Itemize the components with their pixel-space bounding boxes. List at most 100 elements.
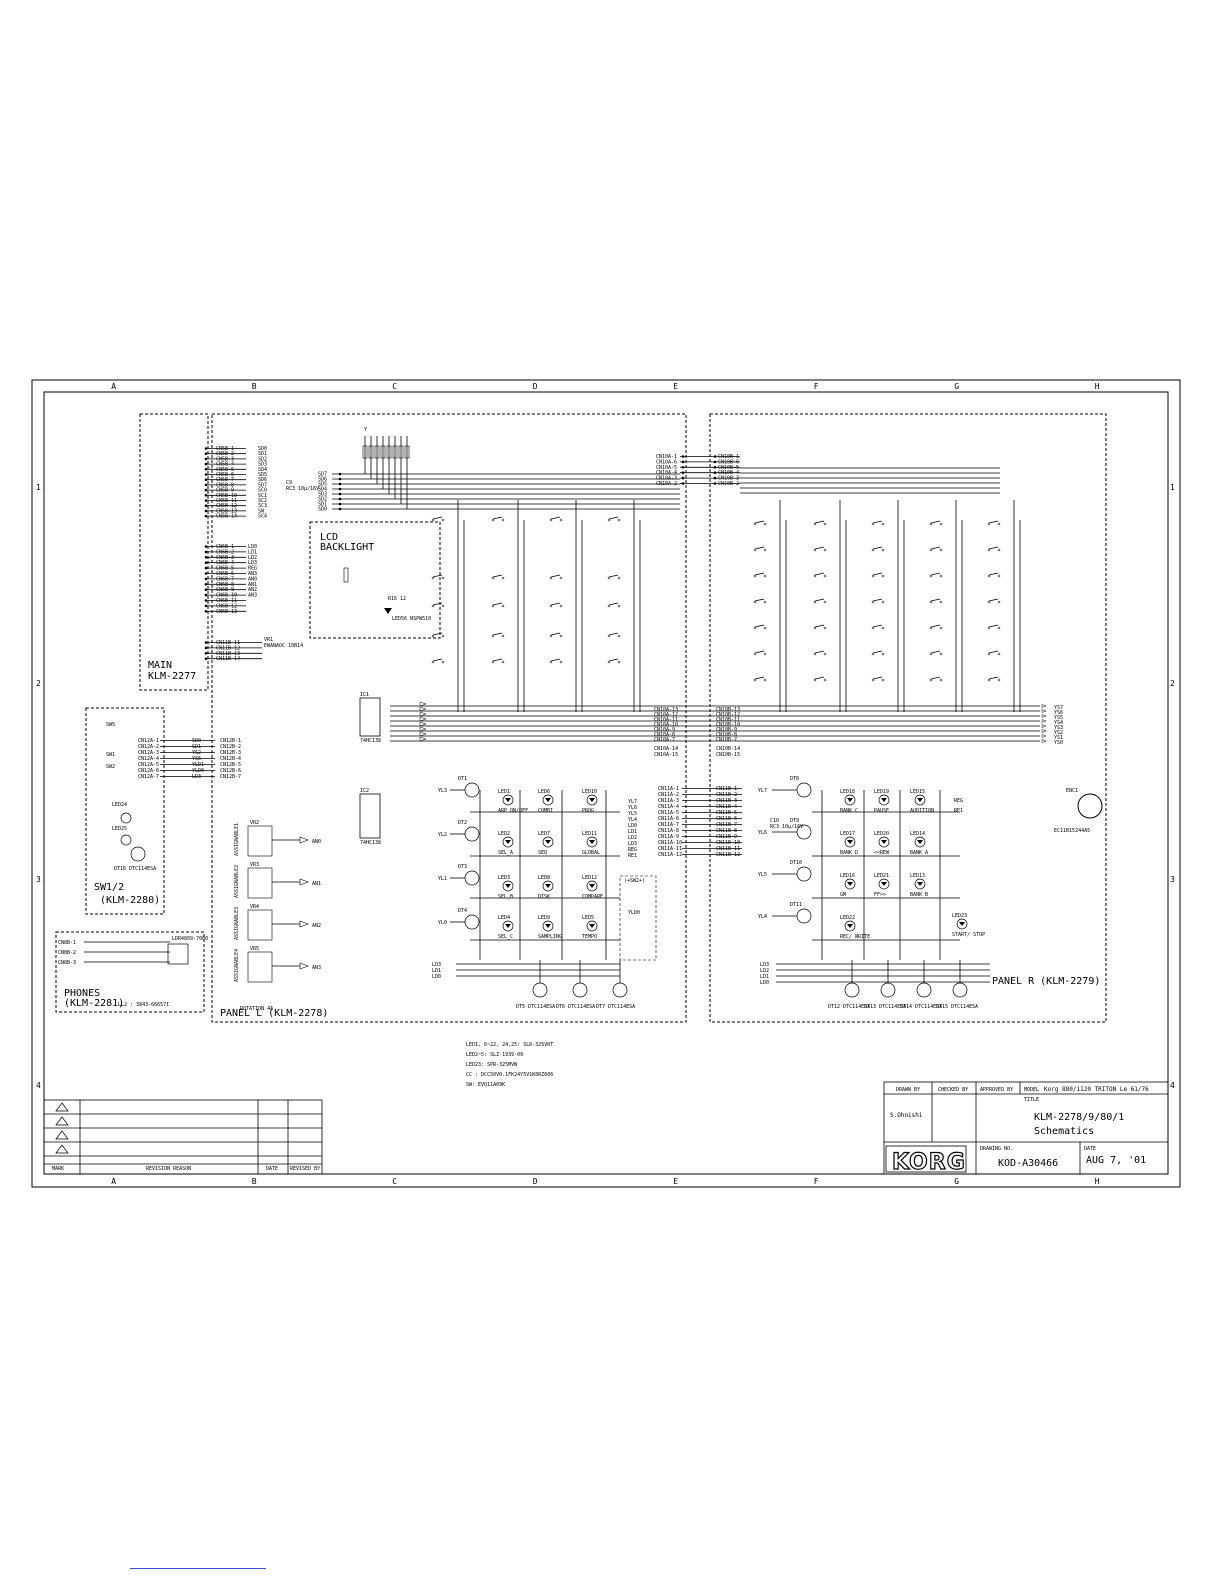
led-glyph	[847, 924, 853, 928]
junction-dot	[204, 583, 208, 586]
panel-l-led	[586, 794, 598, 806]
cn11a-pin: CN11A-6	[658, 816, 679, 822]
main-signal: SD6	[258, 477, 267, 483]
switch-contact	[753, 522, 757, 526]
lcd-resistor	[343, 567, 349, 583]
diode	[419, 706, 427, 712]
wire	[814, 598, 825, 602]
phones-cn-pin: CN8B-1	[58, 940, 76, 946]
title-line1: KLM-2278/9/80/1	[1034, 1112, 1124, 1123]
switch-contact	[997, 652, 1001, 656]
mid-left-sig: YL6	[628, 805, 637, 811]
note-line: SW: EVQ11A09K	[466, 1082, 505, 1088]
cn11b-pin: CN11B-3	[716, 798, 737, 804]
junction-dot	[204, 593, 208, 597]
sw2-dashed-box	[619, 875, 657, 961]
switch-contact	[881, 626, 885, 630]
junction-dot	[338, 507, 342, 511]
model-value: Korg 880/1120 TRITON Le 61/76	[1044, 1086, 1149, 1093]
switch-contact	[753, 574, 757, 578]
switch-contact	[813, 678, 817, 682]
sw12-signal: YLD0	[192, 768, 204, 774]
cn12b-pin: CN12B-1	[220, 738, 241, 744]
led-glyph	[847, 798, 853, 802]
cn10a-low-pin: CN10A-14	[654, 746, 678, 752]
cn10b-top-pin: CN10B-1	[718, 454, 739, 460]
ld-bottom-r-label: LD0	[760, 980, 769, 986]
switch-contact	[813, 652, 817, 656]
panel-r-led-label: PAUSE	[874, 808, 889, 814]
switch-contact	[491, 604, 495, 608]
switch-contact	[881, 548, 885, 552]
main-cn6-pin: CN6B-10	[216, 593, 237, 599]
bus-sd-label: SD5	[318, 482, 327, 488]
encoder-ref: ENC1	[1066, 788, 1078, 794]
cn11a-pin: CN11A-9	[658, 834, 679, 840]
bus-sd-label: SD4	[318, 487, 327, 493]
junction-dot	[713, 482, 717, 485]
ys-right-label: YS2	[1054, 730, 1063, 736]
panel-r-box	[709, 413, 1107, 1023]
wire	[872, 520, 883, 524]
sw12-signal: SD1	[192, 744, 201, 750]
main-cn6-pin: CN6B-8	[216, 582, 234, 588]
wire	[872, 650, 883, 654]
ic1-ref: IC1	[360, 692, 369, 698]
led-glyph	[589, 884, 595, 888]
cn11a-pin: CN11A-11	[658, 846, 682, 852]
cn11b-pin: CN11B-10	[716, 840, 740, 846]
wire	[814, 520, 825, 524]
yl-right-label: YL4	[758, 914, 767, 920]
pullup-resistor	[374, 445, 380, 459]
panel-r-led	[914, 794, 926, 806]
cn11a-pin: CN11A-12	[658, 852, 682, 858]
transistor	[532, 982, 548, 998]
revision-mark-icon	[55, 1130, 69, 1140]
grid-row-right: 3	[1170, 875, 1175, 884]
junction-dot	[681, 476, 685, 480]
switch-contact	[431, 518, 435, 522]
switch-contact	[823, 678, 827, 682]
panel-r-led-label: AUDITION	[910, 808, 934, 814]
grid-row-left: 1	[36, 483, 41, 492]
switch-contact	[987, 626, 991, 630]
cn11b-pin: CN11B-9	[716, 834, 737, 840]
switch-contact	[491, 660, 495, 664]
led24-label: LED24	[112, 802, 127, 808]
cn11a-pin: CN11A-10	[658, 840, 682, 846]
main-cn6-signal: AN3	[248, 571, 257, 577]
switch-contact	[763, 626, 767, 630]
wire	[432, 516, 443, 520]
wire	[872, 676, 883, 680]
date-label: DATE	[1084, 1146, 1096, 1152]
revision-mark-icon	[55, 1102, 69, 1112]
grid-col-bottom: C	[392, 1177, 397, 1186]
main-cn6-signal: LD3	[248, 560, 257, 566]
switch-contact	[753, 678, 757, 682]
led-glyph	[545, 884, 551, 888]
grid-col-top: G	[954, 382, 959, 391]
panel-l-led-ref: LED3	[498, 875, 510, 881]
transistor-ref-r: DT8	[790, 776, 799, 782]
main-cn5-pin: CN5B-2	[216, 451, 234, 457]
main-signal: SC0	[258, 488, 267, 494]
led-glyph	[545, 798, 551, 802]
diode	[419, 711, 427, 717]
panel-r-name: PANEL R (KLM-2279)	[992, 976, 1100, 987]
switch-contact	[871, 574, 875, 578]
page-footer-line	[130, 1568, 266, 1569]
cn11-pin: CN11B-12	[216, 645, 240, 651]
cap-c9-val: RC3 10μ/16V	[286, 486, 319, 492]
cn10a-low-pin: CN10A-15	[654, 752, 678, 758]
ys-arrow	[1041, 719, 1047, 723]
wire	[608, 602, 619, 606]
cn10b-mid-pin: CN10B-8	[716, 732, 737, 738]
switch-contact	[881, 652, 885, 656]
panel-l-led-label: DISK	[538, 894, 550, 900]
cn11b-pin: CN11B-8	[716, 828, 737, 834]
pot-arrow	[299, 920, 309, 928]
switch-contact	[939, 652, 943, 656]
switch-contact	[763, 522, 767, 526]
bus-sd-label: SD7	[318, 472, 327, 478]
